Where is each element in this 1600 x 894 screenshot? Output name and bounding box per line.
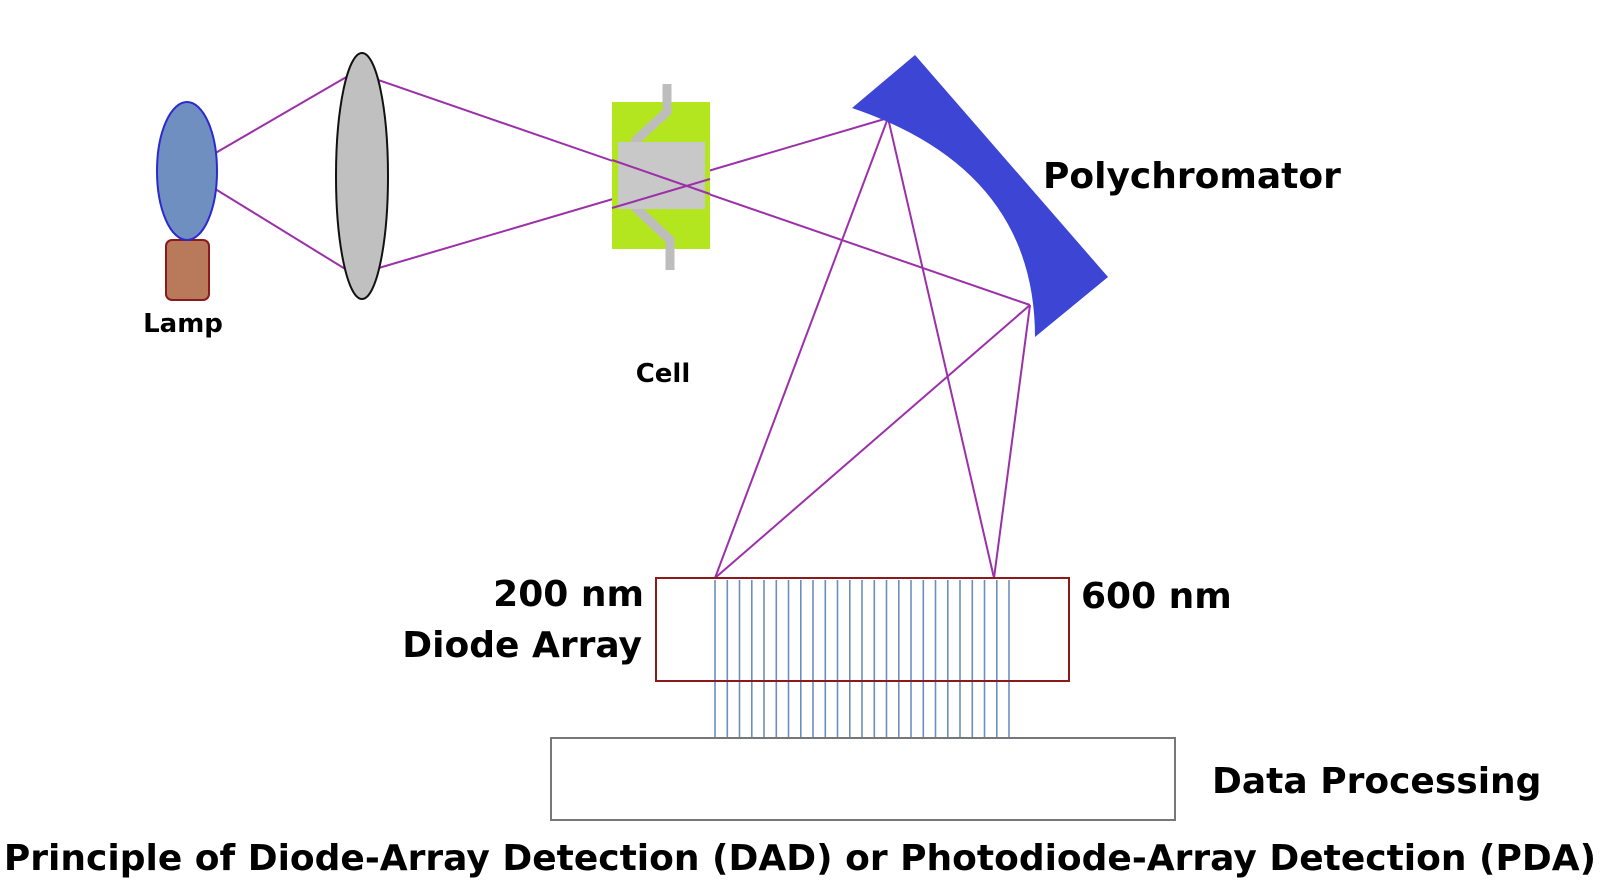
ray-grating-upper-to-200nm (714, 117, 889, 579)
lamp (156, 101, 218, 301)
data-processing-box (550, 737, 1176, 821)
ray-through-cell-b (611, 178, 711, 209)
wavelength-end-label: 600 nm (1081, 576, 1232, 617)
ray-grating-lower-to-600nm (993, 304, 1031, 579)
diagram-caption: Principle of Diode-Array Detection (DAD)… (4, 838, 1596, 879)
diode-array-frame (655, 577, 1070, 682)
diode-elements (714, 580, 1010, 737)
ray-through-cell-a (611, 159, 711, 195)
data-processing-label: Data Processing (1212, 761, 1541, 802)
wavelength-start-label: 200 nm (493, 574, 644, 615)
lamp-bulb (156, 101, 218, 241)
ray-lamp-to-lens-bottom (211, 186, 356, 276)
flow-cell (611, 84, 711, 270)
lamp-base (165, 239, 210, 301)
lamp-label: Lamp (143, 309, 223, 339)
ray-grating-lower-to-200nm (714, 304, 1031, 579)
cell-label: Cell (636, 359, 691, 389)
diode-array (655, 577, 1070, 737)
cell-window (618, 142, 705, 209)
ray-grating-upper-to-600nm (887, 117, 995, 579)
ray-lamp-to-lens-top (211, 71, 356, 156)
polychromator-grating (852, 55, 1108, 337)
condenser-lens (335, 52, 389, 300)
polychromator-label: Polychromator (1043, 156, 1341, 197)
diode-array-label: Diode Array (402, 625, 642, 666)
